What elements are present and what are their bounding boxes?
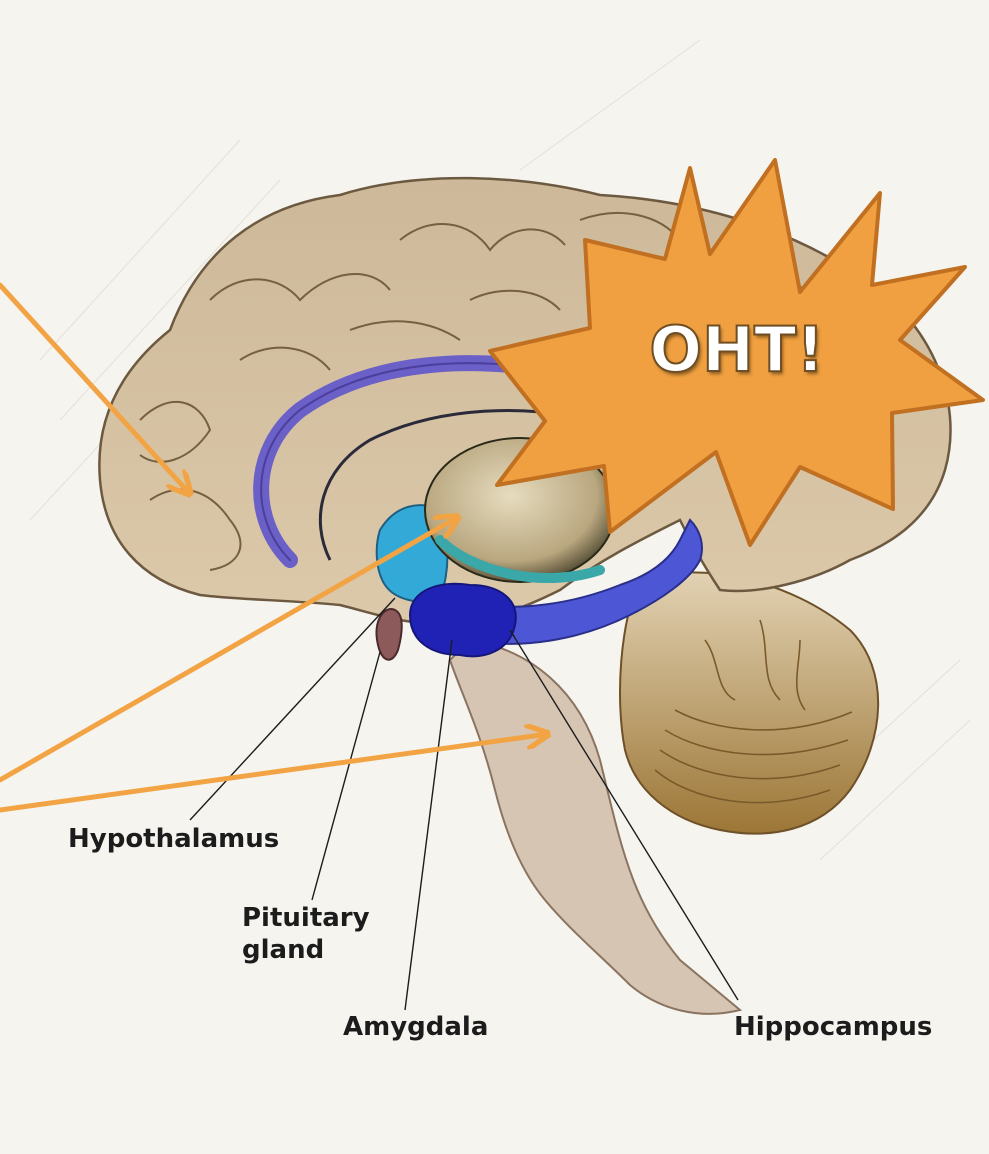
label-hippocampus: Hippocampus <box>734 1011 932 1043</box>
amygdala-region <box>410 584 516 657</box>
callout-text: OHT! <box>612 312 862 388</box>
arrow-brainstem <box>0 734 548 810</box>
label-amygdala: Amygdala <box>343 1011 488 1043</box>
label-hypothalamus: Hypothalamus <box>68 823 279 855</box>
label-pituitary-line1: Pituitary <box>242 902 370 934</box>
label-pituitary-line2: gland <box>242 934 370 966</box>
cerebellum <box>620 572 878 833</box>
label-pituitary-gland: Pituitary gland <box>242 902 370 966</box>
